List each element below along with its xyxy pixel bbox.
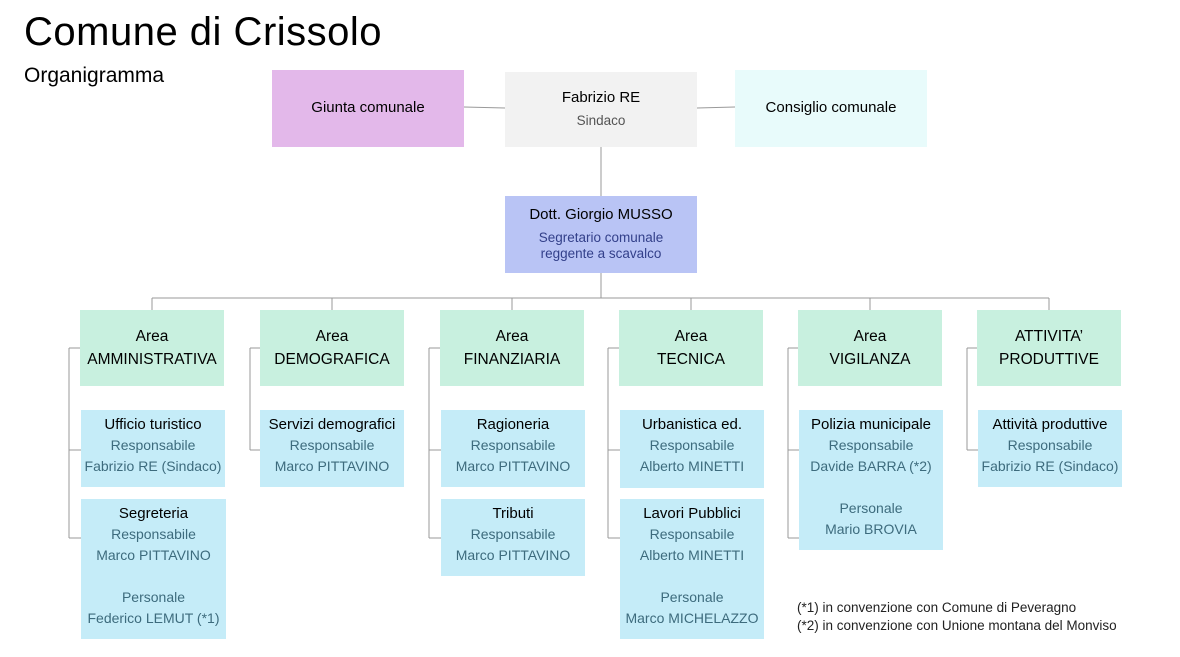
secretary-box: Dott. Giorgio MUSSO Segretario comunale …	[505, 196, 697, 273]
office-title: Polizia municipale	[810, 416, 932, 433]
office-tributi: Tributi Responsabile Marco PITTAVINO	[441, 499, 585, 576]
secretary-role-line2: reggente a scavalco	[540, 246, 662, 262]
office-attivita-produttive: Attività produttive Responsabile Fabrizi…	[978, 410, 1122, 487]
area-attivita-produttive: ATTIVITA’ PRODUTTIVE	[977, 310, 1121, 386]
mayor-box: Fabrizio RE Sindaco	[505, 72, 697, 147]
footnote-2: (*2) in convenzione con Unione montana d…	[797, 618, 1117, 633]
giunta-label: Giunta comunale	[311, 99, 425, 117]
footnotes: (*1) in convenzione con Comune di Pevera…	[797, 599, 1117, 635]
office-person: Alberto MINETTI	[639, 458, 745, 474]
office-title: Ufficio turistico	[104, 416, 202, 433]
office-role: Responsabile	[1007, 437, 1093, 453]
office-person: Davide BARRA (*2)	[810, 458, 932, 474]
area-line1: Area	[853, 328, 887, 345]
secretary-role-line1: Segretario comunale	[538, 229, 664, 245]
office-staff-label: Personale	[121, 589, 186, 605]
office-title: Ragioneria	[476, 416, 550, 433]
area-line1: Area	[315, 328, 349, 345]
area-line2: AMMINISTRATIVA	[87, 351, 217, 368]
office-staff: Mario BROVIA	[825, 521, 917, 537]
footnote-1: (*1) in convenzione con Comune di Pevera…	[797, 600, 1077, 615]
office-title: Tributi	[492, 505, 534, 522]
office-role: Responsabile	[110, 437, 196, 453]
office-staff-label: Personale	[660, 589, 724, 605]
office-title: Urbanistica ed.	[641, 416, 743, 433]
mayor-role: Sindaco	[576, 113, 626, 129]
office-title: Lavori Pubblici	[643, 505, 741, 522]
office-role: Responsabile	[649, 526, 735, 542]
office-person: Fabrizio RE (Sindaco)	[84, 458, 222, 474]
office-person: Alberto MINETTI	[639, 547, 745, 563]
area-amministrativa: Area AMMINISTRATIVA	[80, 310, 224, 386]
area-demografica: Area DEMOGRAFICA	[260, 310, 404, 386]
area-line2: VIGILANZA	[829, 351, 911, 368]
office-urbanistica: Urbanistica ed. Responsabile Alberto MIN…	[620, 410, 764, 488]
consiglio-label: Consiglio comunale	[765, 99, 897, 117]
area-line2: FINANZIARIA	[463, 351, 561, 368]
office-lavori-pubblici: Lavori Pubblici Responsabile Alberto MIN…	[620, 499, 764, 639]
office-title: Attività produttive	[992, 416, 1108, 433]
office-ragioneria: Ragioneria Responsabile Marco PITTAVINO	[441, 410, 585, 487]
office-segreteria: Segreteria Responsabile Marco PITTAVINO …	[81, 499, 226, 639]
mayor-name: Fabrizio RE	[561, 88, 641, 106]
area-line1: Area	[674, 328, 708, 345]
area-line2: PRODUTTIVE	[999, 351, 1099, 368]
area-line1: Area	[495, 328, 529, 345]
page-subtitle: Organigramma	[24, 64, 165, 87]
area-finanziaria: Area FINANZIARIA	[440, 310, 584, 386]
office-role: Responsabile	[111, 526, 196, 542]
area-line2: TECNICA	[656, 351, 726, 368]
office-staff-label: Personale	[839, 500, 903, 516]
area-line2: DEMOGRAFICA	[274, 351, 390, 368]
consiglio-box: Consiglio comunale	[735, 70, 927, 147]
office-person: Marco PITTAVINO	[274, 458, 390, 474]
area-line1: ATTIVITA’	[1014, 328, 1084, 345]
page-title: Comune di Crissolo	[24, 10, 383, 54]
office-person: Marco PITTAVINO	[96, 547, 211, 563]
giunta-box: Giunta comunale	[272, 70, 464, 147]
area-tecnica: Area TECNICA	[619, 310, 763, 386]
office-person: Fabrizio RE (Sindaco)	[981, 458, 1119, 474]
office-servizi-demografici: Servizi demografici Responsabile Marco P…	[260, 410, 404, 487]
office-role: Responsabile	[649, 437, 735, 453]
area-vigilanza: Area VIGILANZA	[798, 310, 942, 386]
office-person: Marco PITTAVINO	[455, 458, 571, 474]
office-polizia-municipale: Polizia municipale Responsabile Davide B…	[799, 410, 943, 550]
office-role: Responsabile	[470, 437, 556, 453]
office-person: Marco PITTAVINO	[455, 547, 571, 563]
area-line1: Area	[135, 328, 169, 345]
office-staff: Marco MICHELAZZO	[625, 610, 759, 626]
office-title: Servizi demografici	[268, 416, 396, 433]
office-role: Responsabile	[289, 437, 375, 453]
office-role: Responsabile	[828, 437, 914, 453]
office-title: Segreteria	[118, 505, 189, 522]
office-role: Responsabile	[470, 526, 556, 542]
office-ufficio-turistico: Ufficio turistico Responsabile Fabrizio …	[81, 410, 225, 487]
secretary-name: Dott. Giorgio MUSSO	[529, 205, 673, 223]
office-staff: Federico LEMUT (*1)	[87, 610, 220, 626]
